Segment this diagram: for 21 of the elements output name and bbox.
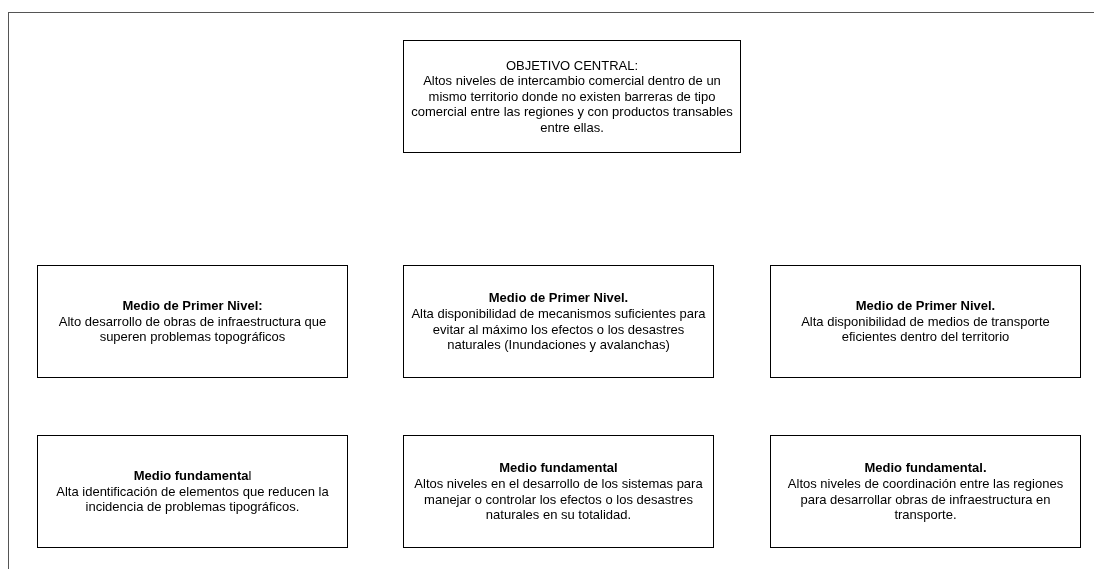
box-heading: Medio fundamental: [133, 468, 252, 484]
box-heading: Medio de Primer Nivel:: [122, 298, 263, 314]
box-text: Altos niveles en el desarrollo de los sistemas para manejar o controlar los efectos o los desastres naturales en su totalidad.: [413, 475, 704, 523]
objective-box: [403, 435, 714, 548]
objective-box: [37, 265, 348, 378]
box-heading: Medio fundamental: [499, 460, 618, 476]
box-heading: Medio de Primer Nivel.: [855, 298, 996, 314]
box-text: Altos niveles de coordinación entre las regiones para desarrollar obras de infraestructura en transporte.: [786, 475, 1065, 523]
box-heading: Medio de Primer Nivel.: [488, 290, 629, 306]
box-heading: OBJETIVO CENTRAL:: [505, 57, 639, 74]
objective-box: [770, 265, 1081, 378]
objective-box: [770, 435, 1081, 548]
box-heading: Medio fundamental.: [864, 460, 987, 476]
box-text: Alta identificación de elementos que reducen la incidencia de problemas tipográficos.: [55, 483, 330, 515]
objective-box: [403, 40, 741, 153]
box-text: Altos niveles de intercambio comercial dentro de un mismo territorio donde no existen barreras de tipo comercial entre las regiones y con productos transables entre ellas.: [410, 73, 734, 136]
objective-box: [403, 265, 714, 378]
box-text: Alta disponibilidad de medios de transporte eficientes dentro del territorio: [800, 313, 1051, 345]
box-text: Alta disponibilidad de mecanismos suficientes para evitar al máximo los efectos o los desastres naturales (Inundaciones y avalanchas): [410, 305, 707, 353]
box-text: Alto desarrollo de obras de infraestructura que superen problemas topográficos: [57, 313, 328, 345]
objective-box: [37, 435, 348, 548]
